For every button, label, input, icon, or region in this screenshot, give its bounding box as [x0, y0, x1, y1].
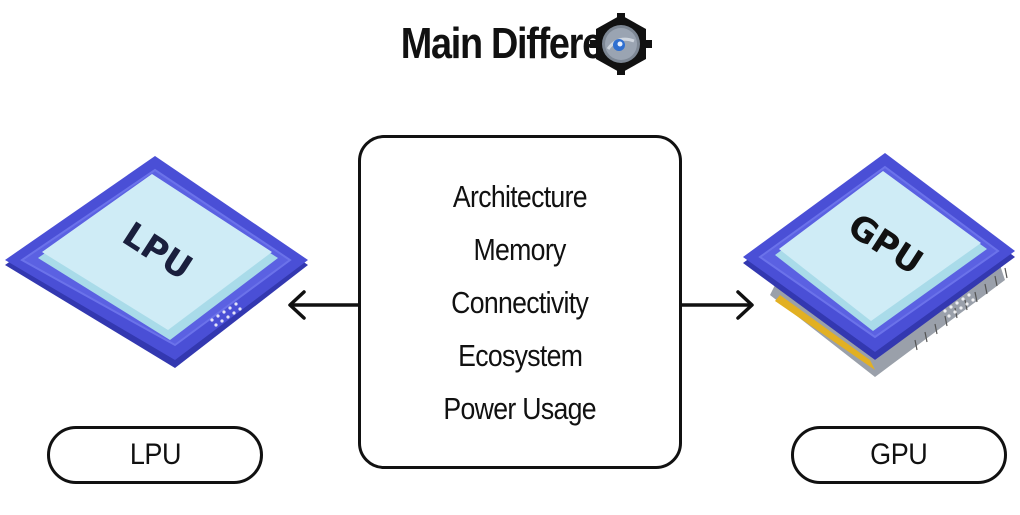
differences-box: Architecture Memory Connectivity Ecosyst…: [358, 135, 682, 469]
arrow-right-icon: [682, 290, 754, 320]
difference-item-architecture: Architecture: [453, 178, 588, 214]
lpu-chip-illustration: LPU: [5, 156, 308, 368]
gpu-label-pill: GPU: [791, 426, 1007, 484]
difference-item-power-usage: Power Usage: [443, 390, 597, 426]
difference-item-ecosystem: Ecosystem: [457, 337, 583, 373]
lpu-label-pill: LPU: [47, 426, 263, 484]
hexagon-lens-logo-icon: [589, 13, 652, 75]
difference-item-connectivity: Connectivity: [451, 284, 590, 320]
difference-item-memory: Memory: [473, 231, 567, 267]
title-row: Main Differe: [0, 8, 1020, 80]
page-title: Main Differe: [400, 19, 603, 68]
gpu-pill-text: GPU: [870, 438, 928, 471]
lpu-pill-text: LPU: [129, 438, 181, 471]
gpu-chip-illustration: GPU: [743, 153, 1015, 377]
arrow-left-icon: [288, 290, 360, 320]
